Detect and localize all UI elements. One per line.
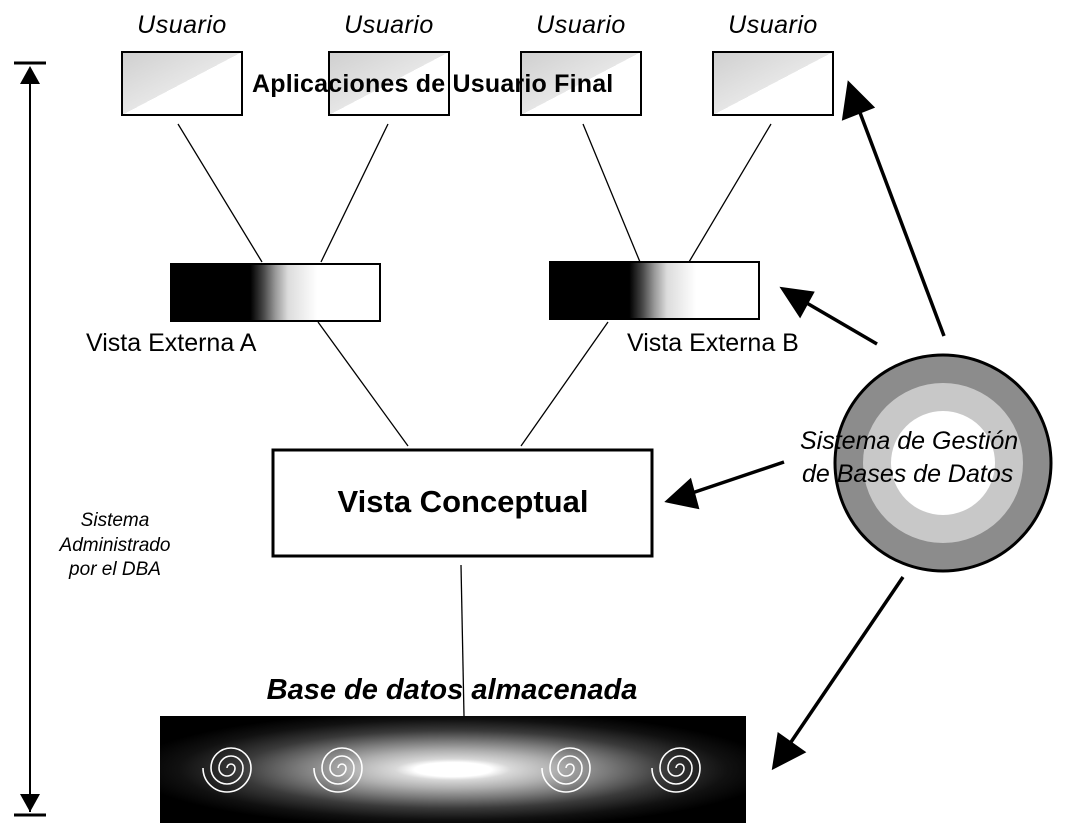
application-box-4 (712, 51, 834, 116)
stored-database-block (160, 716, 746, 823)
user-label-2: Usuario (344, 11, 434, 39)
dba-note-line-1: Sistema (80, 510, 150, 531)
application-boxes (121, 51, 834, 116)
dbms-label: Sistema de Gestión de Bases de Datos (800, 425, 1018, 490)
user-label-4: Usuario (728, 11, 818, 39)
dba-note: Sistema Administrado por el DBA (60, 509, 171, 583)
user-label-1: Usuario (137, 11, 227, 39)
conceptual-view-label: Vista Conceptual (337, 484, 589, 519)
spiral-4 (651, 747, 701, 793)
stored-database-title: Base de datos almacenada (266, 674, 638, 706)
dba-span-indicator (14, 61, 46, 817)
applications-title: Aplicaciones de Usuario Final (252, 70, 614, 98)
arrow-to-conceptual-view (664, 460, 785, 510)
conceptual-view-box (271, 448, 654, 558)
spiral-2 (313, 747, 363, 793)
dbms-arrows (664, 80, 946, 771)
external-view-b-label: Vista Externa B (627, 329, 799, 357)
application-box-3 (520, 51, 642, 116)
connector-lines (177, 123, 772, 717)
external-view-b-box (549, 261, 760, 320)
dbms-label-line-1: Sistema de Gestión (800, 427, 1019, 455)
spiral-decorations (202, 747, 701, 793)
external-view-a-label: Vista Externa A (86, 329, 257, 357)
external-view-a-box (170, 263, 381, 322)
dbms-label-line-2: de Bases de Datos (802, 459, 1014, 488)
application-box-2 (328, 51, 450, 116)
dbms-circle (833, 353, 1053, 573)
spiral-1 (202, 747, 252, 793)
dba-note-line-2: Administrado (59, 534, 171, 556)
spiral-3 (541, 747, 591, 793)
user-label-3: Usuario (536, 11, 626, 39)
arrow-to-applications (841, 80, 946, 337)
arrow-to-external-view-b (779, 286, 878, 346)
application-box-1 (121, 51, 243, 116)
arrow-to-stored-database (771, 576, 905, 771)
dba-note-line-3: por el DBA (69, 559, 161, 581)
